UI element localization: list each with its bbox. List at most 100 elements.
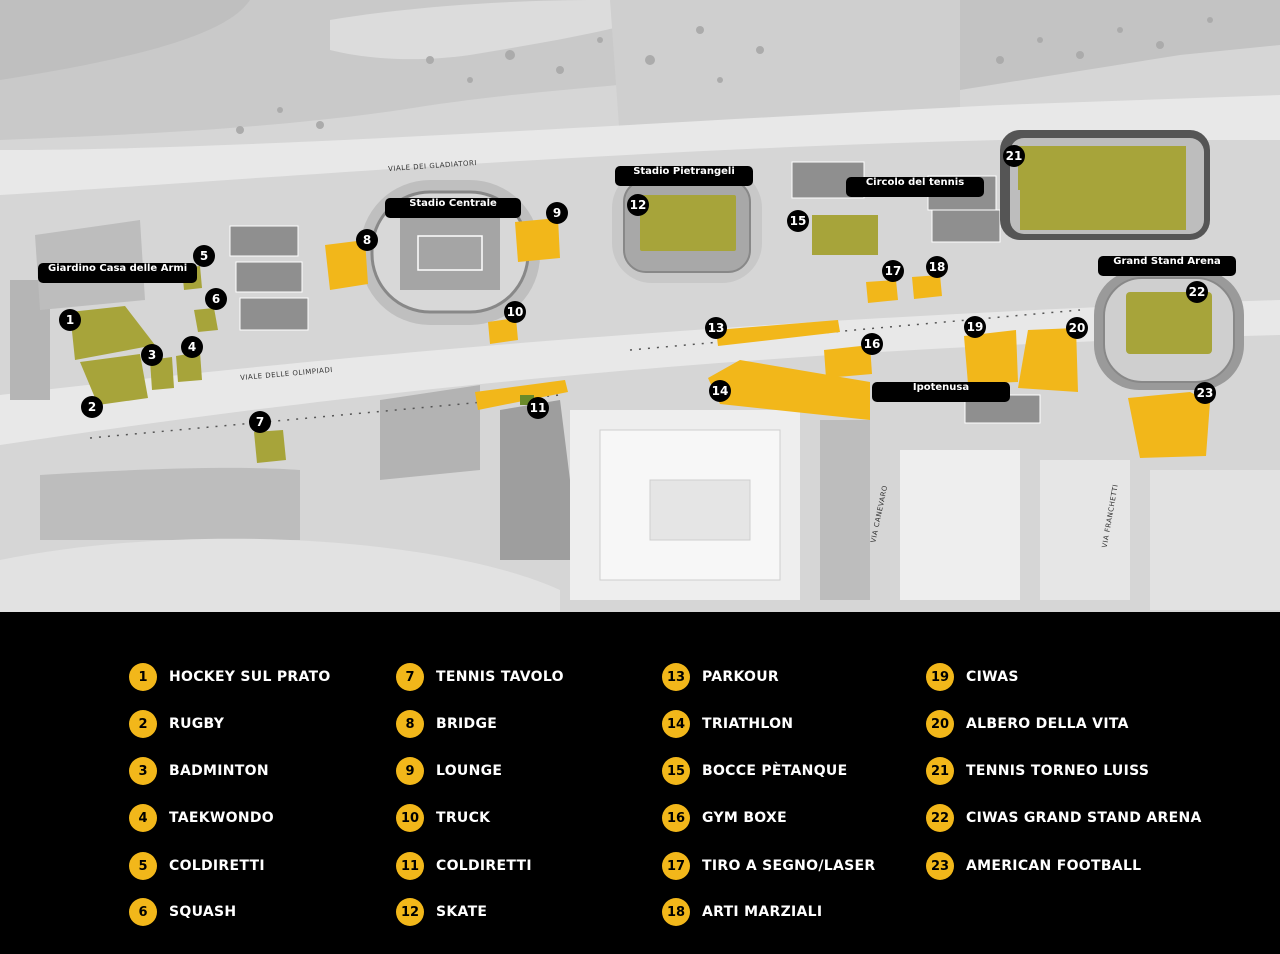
legend-number-badge: 17 <box>662 852 690 880</box>
legend-number-badge: 5 <box>129 852 157 880</box>
map-marker-19[interactable]: 19 <box>964 316 986 338</box>
venue-label-stadio-centrale: Stadio Centrale <box>385 198 521 218</box>
map-marker-2[interactable]: 2 <box>81 396 103 418</box>
legend-item-9[interactable]: 9 LOUNGE <box>396 756 502 786</box>
legend-item-16[interactable]: 16 GYM BOXE <box>662 803 787 833</box>
venue-label-stadio-pietrangeli: Stadio Pietrangeli <box>615 166 753 186</box>
legend-number-badge: 21 <box>926 757 954 785</box>
legend-item-1[interactable]: 1 HOCKEY SUL PRATO <box>129 662 331 692</box>
map-marker-10[interactable]: 10 <box>504 301 526 323</box>
legend-label: TRUCK <box>436 810 491 826</box>
legend-label: TENNIS TORNEO LUISS <box>966 763 1150 779</box>
map-marker-7[interactable]: 7 <box>249 411 271 433</box>
map-marker-9[interactable]: 9 <box>546 202 568 224</box>
map-marker-1[interactable]: 1 <box>59 309 81 331</box>
legend-item-8[interactable]: 8 BRIDGE <box>396 709 497 739</box>
legend-item-18[interactable]: 18 ARTI MARZIALI <box>662 897 822 927</box>
legend-number-badge: 2 <box>129 710 157 738</box>
legend-item-13[interactable]: 13 PARKOUR <box>662 662 779 692</box>
legend-item-20[interactable]: 20 ALBERO DELLA VITA <box>926 709 1129 739</box>
legend-label: BOCCE PÈTANQUE <box>702 763 848 779</box>
legend-item-5[interactable]: 5 COLDIRETTI <box>129 851 265 881</box>
legend-item-12[interactable]: 12 SKATE <box>396 897 487 927</box>
legend-number-badge: 19 <box>926 663 954 691</box>
legend-label: HOCKEY SUL PRATO <box>169 669 331 685</box>
legend-label: TRIATHLON <box>702 716 794 732</box>
legend-item-23[interactable]: 23 AMERICAN FOOTBALL <box>926 851 1141 881</box>
map-marker-8[interactable]: 8 <box>356 229 378 251</box>
legend-number-badge: 8 <box>396 710 424 738</box>
legend-label: GYM BOXE <box>702 810 787 826</box>
venue-label-giardino: Giardino Casa delle Armi <box>38 263 198 283</box>
legend-item-6[interactable]: 6 SQUASH <box>129 897 236 927</box>
legend-label: COLDIRETTI <box>169 858 265 874</box>
legend-label: AMERICAN FOOTBALL <box>966 858 1142 874</box>
legend-number-badge: 23 <box>926 852 954 880</box>
legend-number-badge: 18 <box>662 898 690 926</box>
map-marker-5[interactable]: 5 <box>193 245 215 267</box>
legend-label: LOUNGE <box>436 763 503 779</box>
legend-number-badge: 16 <box>662 804 690 832</box>
legend-item-17[interactable]: 17 TIRO A SEGNO/LASER <box>662 851 875 881</box>
legend-label: BRIDGE <box>436 716 498 732</box>
legend-label: RUGBY <box>169 716 225 732</box>
venue-label-circolo-tennis: Circolo del tennis <box>846 177 984 197</box>
legend-label: SQUASH <box>169 904 237 920</box>
legend-label: TIRO A SEGNO/LASER <box>702 858 876 874</box>
map-marker-12[interactable]: 12 <box>627 194 649 216</box>
legend-number-badge: 11 <box>396 852 424 880</box>
legend-item-7[interactable]: 7 TENNIS TAVOLO <box>396 662 564 692</box>
venue-label-ipotenusa: Ipotenusa <box>872 382 1010 402</box>
legend-number-badge: 1 <box>129 663 157 691</box>
legend-number-badge: 14 <box>662 710 690 738</box>
legend-item-21[interactable]: 21 TENNIS TORNEO LUISS <box>926 756 1149 786</box>
legend-number-badge: 15 <box>662 757 690 785</box>
map-marker-3[interactable]: 3 <box>141 344 163 366</box>
legend-number-badge: 4 <box>129 804 157 832</box>
legend-item-10[interactable]: 10 TRUCK <box>396 803 490 833</box>
legend-item-19[interactable]: 19 CIWAS <box>926 662 1019 692</box>
legend-item-11[interactable]: 11 COLDIRETTI <box>396 851 532 881</box>
map-marker-21[interactable]: 21 <box>1003 145 1025 167</box>
venue-label-grand-stand: Grand Stand Arena <box>1098 256 1236 276</box>
map-marker-14[interactable]: 14 <box>709 380 731 402</box>
map-marker-18[interactable]: 18 <box>926 256 948 278</box>
legend-item-22[interactable]: 22 CIWAS GRAND STAND ARENA <box>926 803 1202 833</box>
legend-number-badge: 7 <box>396 663 424 691</box>
legend-label: ARTI MARZIALI <box>702 904 823 920</box>
legend-item-15[interactable]: 15 BOCCE PÈTANQUE <box>662 756 847 786</box>
map-marker-11[interactable]: 11 <box>527 397 549 419</box>
map-marker-4[interactable]: 4 <box>181 336 203 358</box>
legend-number-badge: 10 <box>396 804 424 832</box>
legend-label: CIWAS GRAND STAND ARENA <box>966 810 1202 826</box>
map-marker-17[interactable]: 17 <box>882 260 904 282</box>
legend-number-badge: 3 <box>129 757 157 785</box>
legend-number-badge: 9 <box>396 757 424 785</box>
legend-number-badge: 6 <box>129 898 157 926</box>
map-marker-13[interactable]: 13 <box>705 317 727 339</box>
legend-label: ALBERO DELLA VITA <box>966 716 1129 732</box>
map-marker-6[interactable]: 6 <box>205 288 227 310</box>
map-marker-16[interactable]: 16 <box>861 333 883 355</box>
legend-label: COLDIRETTI <box>436 858 532 874</box>
map-base <box>0 0 1280 612</box>
legend-number-badge: 12 <box>396 898 424 926</box>
legend-number-badge: 22 <box>926 804 954 832</box>
map-marker-20[interactable]: 20 <box>1066 317 1088 339</box>
legend-item-2[interactable]: 2 RUGBY <box>129 709 224 739</box>
venue-map[interactable]: VIALE DEI GLADIATORI VIALE DELLE OLIMPIA… <box>0 0 1280 612</box>
legend-number-badge: 20 <box>926 710 954 738</box>
legend-label: PARKOUR <box>702 669 779 685</box>
map-marker-22[interactable]: 22 <box>1186 281 1208 303</box>
legend-label: TENNIS TAVOLO <box>436 669 564 685</box>
legend-label: SKATE <box>436 904 488 920</box>
legend-number-badge: 13 <box>662 663 690 691</box>
legend-label: CIWAS <box>966 669 1019 685</box>
legend-label: BADMINTON <box>169 763 269 779</box>
legend-item-14[interactable]: 14 TRIATHLON <box>662 709 793 739</box>
map-marker-15[interactable]: 15 <box>787 210 809 232</box>
map-marker-23[interactable]: 23 <box>1194 382 1216 404</box>
legend-item-3[interactable]: 3 BADMINTON <box>129 756 269 786</box>
